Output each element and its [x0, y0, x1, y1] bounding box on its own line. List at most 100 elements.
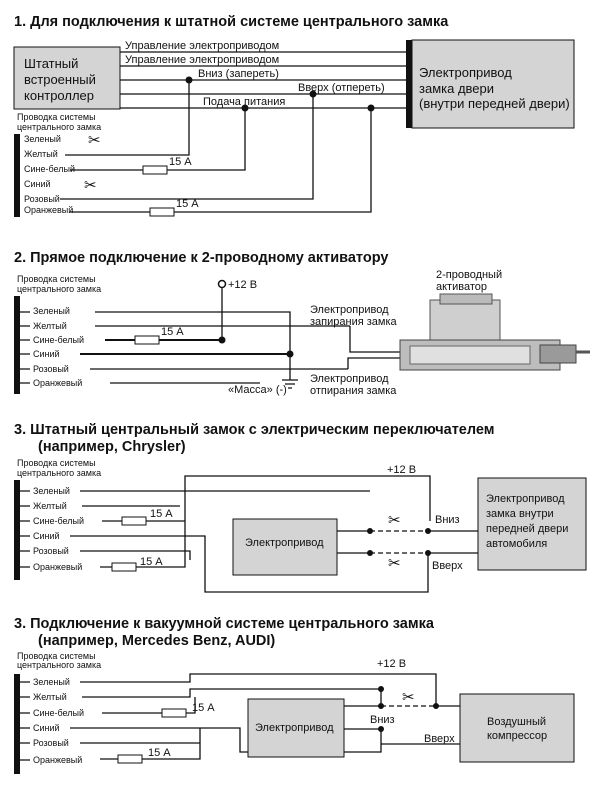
- wire-blue: Синий: [33, 723, 60, 733]
- actuator-line-2: замка внутри: [486, 508, 554, 520]
- plus12-label: +12 В: [387, 464, 416, 476]
- yellow-run: [82, 688, 381, 698]
- fuse-feed: [184, 490, 370, 521]
- yellow-run: [65, 80, 190, 156]
- harness-label-line-2: центрального замка: [17, 122, 101, 132]
- section-3-title-line-2: (например, Chrysler): [38, 439, 186, 455]
- ground-symbol: [282, 379, 298, 389]
- junction-a: [378, 686, 384, 692]
- wire-orange: Оранжевый: [33, 755, 82, 765]
- fuse-1: [121, 516, 147, 526]
- cut-lines: [370, 530, 428, 554]
- compressor-line-1: Воздушный: [487, 716, 546, 728]
- wire-pink: Розовый: [33, 546, 69, 556]
- junction-a: [367, 528, 373, 534]
- fuse-1-label: 15 А: [150, 508, 173, 520]
- down-label: Вниз: [435, 514, 460, 526]
- wire-blue-white: Сине-белый: [33, 708, 84, 718]
- plus12-label: +12 В: [377, 658, 406, 670]
- actuator-line-4: автомобиля: [486, 538, 547, 550]
- down-label: Вниз: [370, 714, 395, 726]
- section-2-title: 2. Прямое подключение к 2-проводному акт…: [14, 250, 388, 266]
- fuse-1: [142, 165, 168, 175]
- harness-label-line-1: Проводка системы: [17, 458, 96, 468]
- fuse-1-label: 15 А: [169, 156, 192, 168]
- up-label: Вверх: [432, 560, 463, 572]
- pink-run: [60, 94, 314, 200]
- section-2: 2. Прямое подключение к 2-проводному акт…: [14, 250, 590, 397]
- fuse-label: 15 А: [161, 326, 184, 338]
- orange-run: [70, 108, 372, 213]
- wire-green: Зеленый: [24, 134, 61, 144]
- harness-connector: [14, 674, 20, 774]
- wire-stubs: [20, 311, 30, 384]
- harness-label-line-1: Проводка системы: [17, 651, 96, 661]
- air-compressor-box: [459, 693, 575, 763]
- green-run: [95, 311, 291, 380]
- motor-box: [232, 518, 338, 576]
- fuse: [134, 335, 160, 345]
- wire-blue: Синий: [33, 349, 60, 359]
- motor-label: Электропривод: [245, 537, 324, 549]
- cut-mark: ✂: [402, 689, 415, 706]
- controller-line-1: Штатный: [24, 56, 78, 71]
- stock-controller-box: [13, 46, 121, 110]
- actuator-line-3: (внутри передней двери): [419, 96, 570, 111]
- fuse-2-label: 15 А: [176, 198, 199, 210]
- wire-green: Зеленый: [33, 306, 70, 316]
- cut-mark-up: ✂: [388, 555, 401, 572]
- plus12-label: +12 В: [228, 279, 257, 291]
- wire-stubs: [20, 681, 30, 761]
- motor-label: Электропривод: [255, 722, 334, 734]
- wire-yellow: Желтый: [33, 321, 67, 331]
- orange-run: [100, 728, 201, 760]
- signal-label-down: Вниз (запереть): [198, 68, 279, 80]
- wire-pink: Розовый: [33, 738, 69, 748]
- junction-power: [241, 104, 249, 112]
- motor-box: [247, 698, 345, 758]
- wire-orange: Оранжевый: [33, 562, 82, 572]
- controller-line-3: контроллер: [24, 88, 94, 103]
- cut-mark-down: ✂: [388, 512, 401, 529]
- actuator-label-line-1: 2-проводный: [436, 269, 502, 281]
- door-actuator-box: [477, 477, 587, 571]
- controller-line-2: встроенный: [24, 72, 96, 87]
- cut-mark-blue: ✂: [84, 177, 97, 194]
- fuse-2: [111, 562, 137, 572]
- harness-label-line-2: центрального замка: [17, 468, 101, 478]
- lock-motor-line-2: запирания замка: [310, 316, 398, 328]
- unlock-motor-line-1: Электропривод: [310, 373, 389, 385]
- controller-actuator-wires: [120, 51, 406, 109]
- wire-yellow: Желтый: [33, 692, 67, 702]
- actuator-leads: [428, 530, 478, 554]
- actuator-line-1: Электропривод: [486, 493, 565, 505]
- signal-label-up: Вверх (отпереть): [298, 82, 385, 94]
- ground-label: «Масса» (-): [228, 384, 287, 396]
- harness-label-line-1: Проводка системы: [17, 112, 96, 122]
- harness-connector: [14, 480, 20, 580]
- green-run: [80, 673, 437, 706]
- actuator-line-1: Электропривод: [419, 65, 512, 80]
- orange-run: [100, 521, 186, 568]
- junction-fuse: [218, 336, 226, 344]
- plus12-terminal: [217, 279, 227, 289]
- wire-pink: Розовый: [24, 194, 60, 204]
- section-4-title-line-1: 3. Подключение к вакуумной системе центр…: [14, 616, 435, 632]
- wire-orange: Оранжевый: [33, 378, 82, 388]
- harness-label-line-2: центрального замка: [17, 660, 101, 670]
- junction-down: [185, 76, 193, 84]
- wire-blue: Синий: [24, 179, 51, 189]
- wire-blue: Синий: [33, 531, 60, 541]
- section-3-title-line-1: 3. Штатный центральный замок с электриче…: [14, 422, 495, 438]
- wire-blue-white: Сине-белый: [33, 335, 84, 345]
- section-3: 3. Штатный центральный замок с электриче…: [14, 422, 587, 593]
- actuator-line-3: передней двери: [486, 523, 568, 535]
- signal-label-2: Управление электроприводом: [125, 54, 279, 66]
- fuse-1-label: 15 А: [192, 702, 215, 714]
- actuator-label-line-2: активатор: [436, 281, 487, 293]
- actuator-line-2: замка двери: [419, 81, 494, 96]
- signal-label-1: Управление электроприводом: [125, 40, 279, 52]
- section-4-title-line-2: (например, Mercedes Benz, AUDI): [38, 633, 275, 649]
- section-1-title: 1. Для подключения к штатной системе цен…: [14, 14, 449, 30]
